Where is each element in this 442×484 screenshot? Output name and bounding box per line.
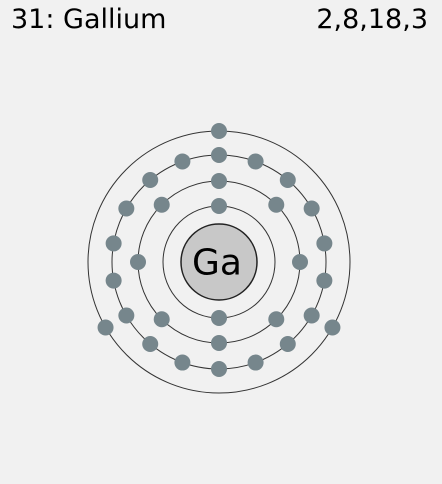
electron-shell-3-8 — [142, 335, 159, 352]
electron-shell-3-15 — [316, 235, 333, 252]
electron-shell-4-2 — [97, 319, 114, 336]
electron-shell-3-11 — [247, 354, 264, 371]
electron-shell-3-2 — [174, 153, 191, 170]
element-title: 31: Gallium — [11, 4, 167, 35]
electron-shell-3-10 — [211, 361, 227, 377]
electron-shell-3-9 — [174, 354, 191, 371]
electron-shell-3-1 — [211, 147, 227, 163]
electron-shell-2-5 — [211, 335, 227, 351]
electron-shell-2-1 — [211, 173, 227, 189]
electron-shell-1-1 — [211, 198, 227, 214]
nucleus-circle — [180, 223, 258, 301]
electron-shell-3-13 — [303, 307, 320, 324]
electron-shell-2-2 — [153, 196, 170, 213]
electron-shell-3-5 — [105, 235, 122, 252]
element-symbol: Ga — [192, 243, 242, 284]
nucleus: Ga — [180, 223, 258, 301]
electron-shell-2-8 — [268, 196, 285, 213]
electron-shell-2-6 — [268, 311, 285, 328]
electron-shell-3-3 — [142, 172, 159, 189]
electron-shell-2-3 — [130, 254, 146, 270]
electron-shell-3-7 — [118, 307, 135, 324]
electron-shell-3-16 — [303, 200, 320, 217]
electron-shell-3-12 — [279, 335, 296, 352]
electron-shell-3-17 — [279, 172, 296, 189]
electron-shell-3-4 — [118, 200, 135, 217]
electron-shell-4-3 — [324, 319, 341, 336]
electron-configuration: 2,8,18,3 — [316, 4, 428, 35]
electron-shell-3-6 — [105, 272, 122, 289]
electron-shell-2-4 — [153, 311, 170, 328]
electron-shell-2-7 — [292, 254, 308, 270]
electron-shell-3-18 — [247, 153, 264, 170]
electrons — [97, 123, 341, 377]
electron-shell-3-14 — [316, 272, 333, 289]
electron-shell-4-1 — [211, 123, 227, 139]
electron-shell-1-2 — [211, 310, 227, 326]
